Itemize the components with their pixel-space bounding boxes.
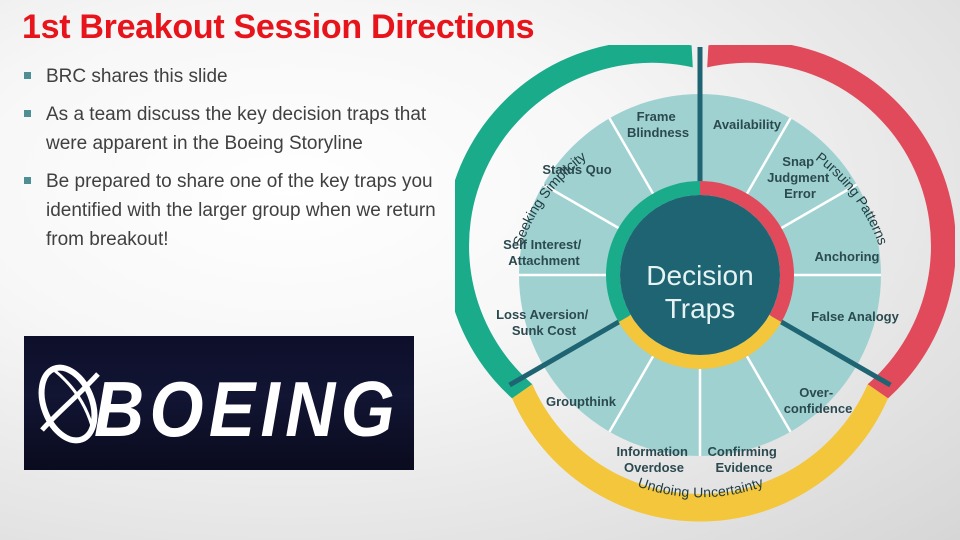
segment-false-analogy: False Analogy — [811, 309, 899, 324]
boundary-line — [508, 313, 631, 388]
divider-line — [738, 343, 792, 433]
segment-self-interest: Self Interest/ Attachment — [503, 237, 585, 268]
boeing-globe-icon — [38, 364, 100, 444]
segment-groupthink: Groupthink — [546, 394, 617, 409]
bullet-item: As a team discuss the key decision traps… — [22, 100, 452, 158]
ring-pursuing-patterns — [707, 45, 955, 399]
segment-information-overdose: Information Overdose — [616, 444, 691, 475]
hub-ring-seeking — [606, 181, 700, 322]
square-bullet-icon — [24, 110, 31, 117]
group-boundaries — [508, 47, 892, 388]
divider-line — [608, 343, 662, 433]
boeing-logo-graphic: BOEING — [38, 364, 400, 453]
segment-anchoring: Anchoring — [815, 249, 880, 264]
divider-line — [768, 183, 858, 237]
segment-frame-blindness: Frame Blindness — [627, 109, 689, 140]
square-bullet-icon — [24, 177, 31, 184]
boeing-logo-image: BOEING — [24, 336, 414, 470]
bullet-text: Be prepared to share one of the key trap… — [46, 171, 436, 250]
divider-line — [608, 117, 662, 207]
ring-undoing-uncertainty — [512, 384, 888, 522]
hub-title-line-1: Decision — [646, 260, 753, 291]
bullet-item: BRC shares this slide — [22, 62, 452, 91]
slide-title: 1st Breakout Session Directions — [22, 8, 535, 46]
boundary-line — [769, 313, 892, 388]
hub-ring-undoing — [618, 315, 782, 369]
divider-line — [738, 117, 792, 207]
bullet-item: Be prepared to share one of the key trap… — [22, 167, 452, 254]
hub-ring-pursuing — [700, 181, 794, 322]
square-bullet-icon — [24, 72, 31, 79]
segment-availability: Availability — [713, 117, 782, 132]
segment-loss-aversion: Loss Aversion/ Sunk Cost — [496, 307, 592, 338]
divider-line — [542, 183, 632, 237]
hub-circle — [620, 195, 780, 355]
hub-title-line-2: Traps — [665, 293, 736, 324]
segment-snap-judgment-error: Snap Judgment Error — [767, 154, 833, 201]
segment-confirming-evidence: Confirming Evidence — [708, 444, 781, 475]
boeing-wordmark: BOEING — [94, 365, 400, 453]
decision-traps-wheel: Decision Traps Seeking Simplicity Pursui… — [455, 45, 955, 522]
bullet-text: As a team discuss the key decision traps… — [46, 104, 427, 154]
segment-status-quo: Status Quo — [542, 162, 611, 177]
bullet-list: BRC shares this slide As a team discuss … — [22, 62, 452, 263]
segment-overconfidence: Over- confidence — [784, 385, 853, 416]
bullet-text: BRC shares this slide — [46, 66, 228, 87]
